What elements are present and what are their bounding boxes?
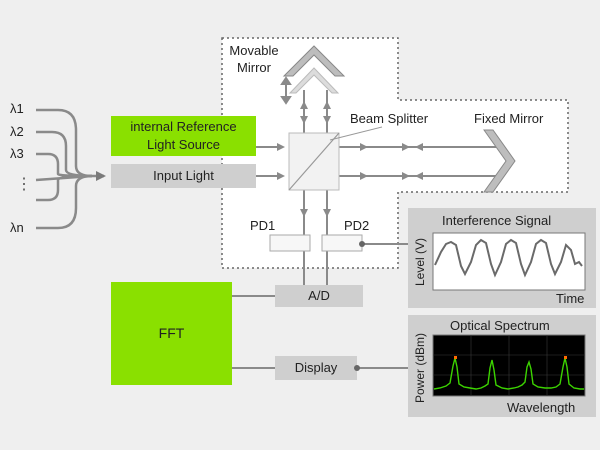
- fft-block: [111, 282, 232, 385]
- fixed-mirror-label: Fixed Mirror: [474, 111, 544, 126]
- fixed-mirror: [483, 129, 516, 193]
- pd2-connector-dot: [359, 241, 365, 247]
- beam-splitter-leader: [329, 126, 383, 141]
- input-lambda-n: λn: [10, 220, 24, 235]
- interference-waveform: [434, 238, 583, 278]
- reference-source-box: [111, 116, 256, 156]
- fft-label: FFT: [158, 325, 185, 341]
- beam-splitter-label: Beam Splitter: [350, 111, 429, 126]
- movable-mirror: [282, 45, 346, 77]
- movable-mirror-ghost: [288, 67, 340, 94]
- display-box: [275, 356, 357, 380]
- input-light-box: [111, 164, 256, 188]
- interference-title: Interference Signal: [442, 213, 552, 228]
- input-lambda-1: λ1: [10, 101, 24, 116]
- reference-source-label: internal Reference Light Source: [130, 119, 237, 152]
- horizontal-beam-arrows: [360, 143, 423, 180]
- display-label: Display: [294, 360, 338, 375]
- input-lambda-2: λ2: [10, 124, 24, 139]
- instrument-enclosure: [221, 37, 569, 269]
- spectrum-ylabel: Power (dBm): [413, 332, 427, 404]
- display-connector-dot: [354, 365, 360, 371]
- beam-splitter-cube: [288, 132, 340, 191]
- input-light-label: Input Light: [153, 168, 214, 183]
- pd2-detector: [321, 234, 363, 252]
- mirror-motion-arrow: [280, 76, 292, 105]
- spectrum-peak-markers: [454, 356, 567, 359]
- movable-mirror-label: Movable Mirror: [229, 43, 279, 75]
- input-ellipsis: ⋮: [16, 176, 32, 193]
- interference-ylabel: Level (V): [413, 237, 427, 287]
- connectors: [232, 243, 412, 369]
- spectrum-title: Optical Spectrum: [450, 318, 550, 333]
- ad-label: A/D: [308, 288, 330, 303]
- pd2-label: PD2: [344, 218, 370, 233]
- pd1-detector: [269, 234, 311, 252]
- ad-box: [275, 285, 363, 307]
- spectrum-trace: [433, 357, 584, 390]
- interference-xlabel: Time: [556, 291, 585, 306]
- spectrum-xlabel: Wavelength: [507, 400, 576, 415]
- input-lambda-3: λ3: [10, 146, 24, 161]
- input-fibers: [35, 108, 106, 230]
- vertical-beam-arrows: [300, 101, 331, 217]
- pd1-label: PD1: [250, 218, 276, 233]
